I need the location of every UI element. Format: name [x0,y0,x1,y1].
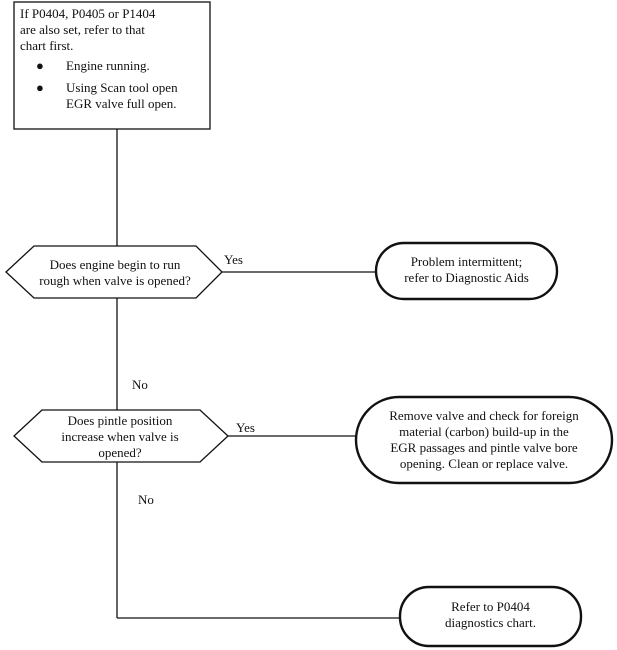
result2-line-4: opening. Clean or replace valve. [399,456,569,471]
start-bullet-item: ● Using Scan tool open EGR valve full op… [20,80,204,112]
start-bullet-text: Using Scan tool open EGR valve full open… [66,80,178,111]
result1-text: Problem intermittent; refer to Diagnosti… [380,254,553,286]
yes-label-2: Yes [236,420,255,435]
decision2-line-2: increase when valve is [61,429,179,444]
start-line-2: are also set, refer to that [20,22,145,37]
bullet-icon: ● [36,80,44,95]
no-label-2: No [138,492,154,507]
decision1-text: Does engine begin to run rough when valv… [30,257,200,289]
start-line-1: If P0404, P0405 or P1404 [20,6,156,21]
decision2-line-3: opened? [98,445,142,460]
result1-shape [374,241,559,301]
result2-shape [354,395,614,485]
result2-text: Remove valve and check for foreign mater… [362,408,606,472]
result3-line-2: diagnostics chart. [445,615,536,630]
start-line-3: chart first. [20,38,74,53]
start-box: If P0404, P0405 or P1404 are also set, r… [20,6,204,118]
decision1-line-1: Does engine begin to run [49,257,181,272]
result1-line-2: refer to Diagnostic Aids [404,270,529,285]
decision2-line-1: Does pintle position [67,413,173,428]
decision2-text: Does pintle position increase when valve… [40,413,200,461]
start-bullets: ● Engine running. ● Using Scan tool open… [20,58,204,112]
decision1-line-2: rough when valve is opened? [39,273,191,288]
result3-shape [398,585,583,648]
yes-label-1: Yes [224,252,243,267]
result2-line-1: Remove valve and check for foreign [389,408,579,423]
result1-line-1: Problem intermittent; [410,254,523,269]
result3-text: Refer to P0404 diagnostics chart. [404,599,577,631]
bullet-icon: ● [36,58,44,73]
result3-line-1: Refer to P0404 [451,599,530,614]
start-bullet-text: Engine running. [66,58,150,73]
no-label-1: No [132,377,148,392]
result2-line-3: EGR passages and pintle valve bore [390,440,578,455]
start-box-outline [13,1,211,130]
start-bullet-item: ● Engine running. [20,58,204,74]
result2-line-2: material (carbon) build-up in the [399,424,569,439]
